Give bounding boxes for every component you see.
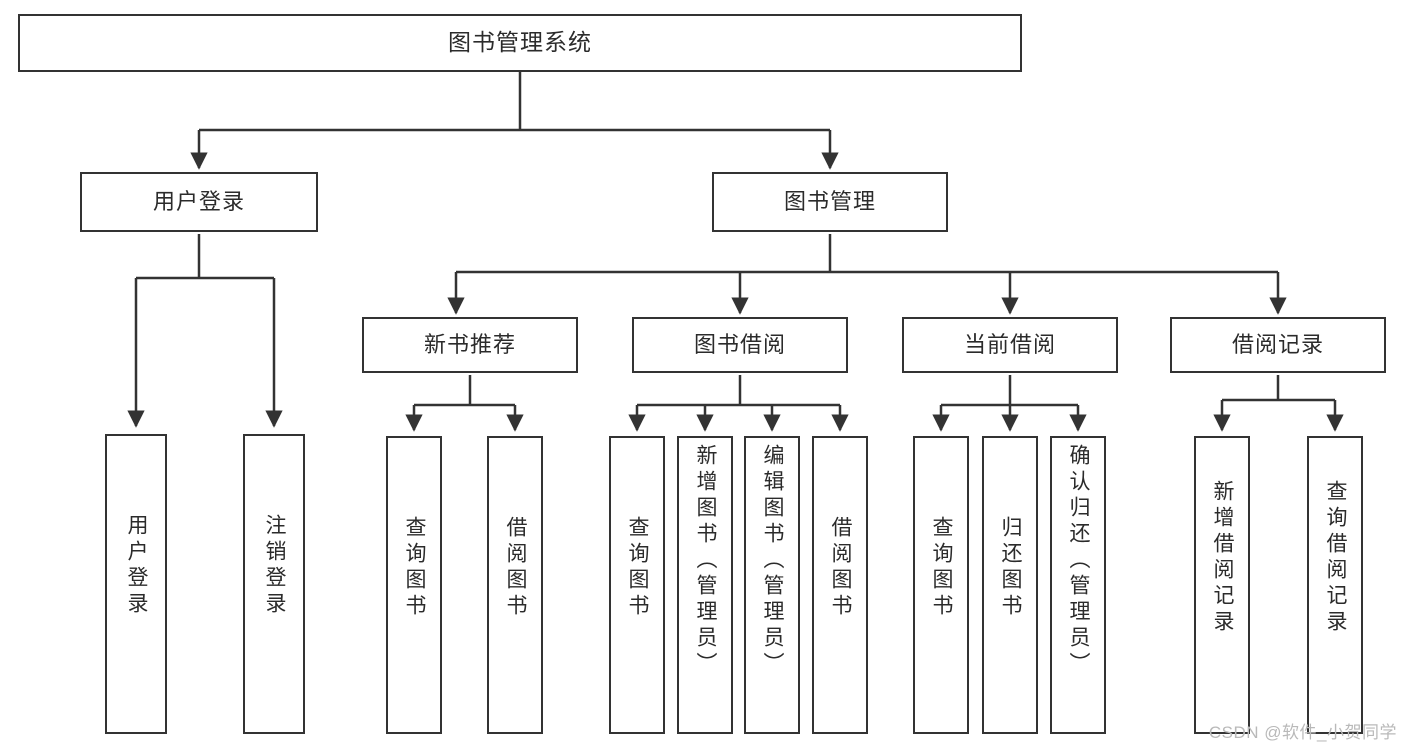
leaf-query-book-new[interactable]: 查询图书 [386, 436, 442, 734]
node-label: 确认归还（管理员） [1067, 444, 1091, 678]
node-label: 用户登录 [125, 514, 149, 618]
leaf-borrow-book-new[interactable]: 借阅图书 [487, 436, 543, 734]
leaf-query-book-current[interactable]: 查询图书 [913, 436, 969, 734]
node-current-borrow[interactable]: 当前借阅 [902, 317, 1118, 373]
node-label: 注销登录 [263, 514, 287, 618]
node-label: 编辑图书（管理员） [761, 444, 785, 678]
leaf-add-borrow-record[interactable]: 新增借阅记录 [1194, 436, 1250, 734]
leaf-user-logout[interactable]: 注销登录 [243, 434, 305, 734]
node-label: 用户登录 [152, 188, 245, 214]
node-label: 图书管理 [783, 188, 876, 214]
node-label: 借阅图书 [829, 516, 853, 620]
node-new-book-recommend[interactable]: 新书推荐 [362, 317, 578, 373]
node-root-system[interactable]: 图书管理系统 [18, 14, 1022, 72]
leaf-borrow-book-borrow[interactable]: 借阅图书 [812, 436, 868, 734]
leaf-query-book-borrow[interactable]: 查询图书 [609, 436, 665, 734]
node-user-login[interactable]: 用户登录 [80, 172, 318, 232]
leaf-return-book[interactable]: 归还图书 [982, 436, 1038, 734]
node-label: 新增图书（管理员） [694, 444, 718, 678]
node-label: 查询图书 [930, 516, 954, 620]
node-label: 查询图书 [626, 516, 650, 620]
node-label: 借阅图书 [504, 516, 528, 620]
node-label: 新书推荐 [423, 331, 516, 357]
leaf-add-book-admin[interactable]: 新增图书（管理员） [677, 436, 733, 734]
node-label: 图书借阅 [693, 331, 786, 357]
leaf-user-login[interactable]: 用户登录 [105, 434, 167, 734]
node-label: 图书管理系统 [448, 29, 592, 56]
node-label: 当前借阅 [963, 331, 1056, 357]
leaf-query-borrow-record[interactable]: 查询借阅记录 [1307, 436, 1363, 734]
node-book-manage[interactable]: 图书管理 [712, 172, 948, 232]
leaf-confirm-return-admin[interactable]: 确认归还（管理员） [1050, 436, 1106, 734]
node-book-borrow[interactable]: 图书借阅 [632, 317, 848, 373]
node-label: 借阅记录 [1231, 331, 1324, 357]
node-label: 查询图书 [403, 516, 427, 620]
node-borrow-record[interactable]: 借阅记录 [1170, 317, 1386, 373]
node-label: 查询借阅记录 [1324, 480, 1348, 636]
node-label: 归还图书 [999, 516, 1023, 620]
node-label: 新增借阅记录 [1211, 480, 1235, 636]
leaf-edit-book-admin[interactable]: 编辑图书（管理员） [744, 436, 800, 734]
